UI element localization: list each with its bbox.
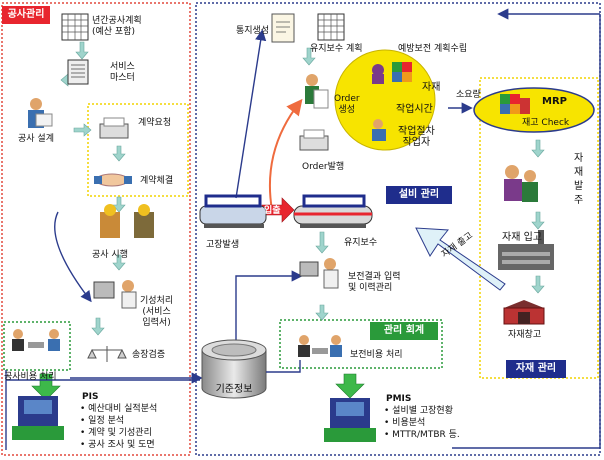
accounting-section-label: 관리 회계 <box>383 325 425 336</box>
receiving-label: 자재 입고 <box>502 232 542 243</box>
breakdown-label: 고장발생 <box>206 240 240 250</box>
order-create-label: Order 생성 <box>334 94 360 115</box>
order-issue-label: Order발행 <box>302 162 345 172</box>
cost-box <box>3 321 71 371</box>
pmis-title: PMIS <box>386 394 412 404</box>
cost-proc-label: 공사비용 처리 <box>4 372 57 382</box>
purchase-label: 자 재 발 주 <box>574 153 584 206</box>
accounting-label-bg <box>370 322 438 340</box>
warehouse-label: 자재창고 <box>508 330 542 340</box>
construction-panel <box>1 2 191 456</box>
contract-box <box>87 103 189 197</box>
mrp-label: MRP <box>542 96 567 107</box>
pmis-item: • 설비별 고장현황 <box>384 406 453 416</box>
stock-check-label: 재고 Check <box>522 118 570 128</box>
pis-item: • 계약 및 기성관리 <box>80 428 152 438</box>
work-time-label: 작업시간 <box>396 104 433 115</box>
procedure-label: 작업절차 작업자 <box>398 126 435 148</box>
facility-section-label: 설비 관리 <box>398 189 440 200</box>
pis-title: PIS <box>82 392 99 402</box>
materials-label-bg <box>506 360 566 378</box>
pis-item: • 예산대비 실적분석 <box>80 404 158 414</box>
materials-word-label: 자재 <box>422 82 441 93</box>
base-info-cylinder <box>201 339 267 399</box>
preventive-label: 예방보전 계획수립 <box>398 44 468 54</box>
pis-item: • 일정 분석 <box>80 416 125 426</box>
contract-label: 계약체결 <box>140 176 174 186</box>
accounting-box <box>279 319 443 369</box>
service-master-label: 서비스 마스터 <box>110 62 135 83</box>
pmis-item: • MTTR/MTBR 등. <box>384 430 460 440</box>
cost-mgmt-label: 보전비용 처리 <box>350 350 403 360</box>
design-label: 공사 설계 <box>18 134 54 144</box>
consumption-label: 소요량 <box>456 90 481 100</box>
pmis-item: • 비용분석 <box>384 418 426 428</box>
facility-label-bg <box>386 186 452 204</box>
maintenance-label: 유지보수 <box>344 238 378 248</box>
construction-work-label: 공사 시행 <box>92 250 128 260</box>
base-info-label: 기준정보 <box>215 384 253 395</box>
maint-plan-label: 유지보수 계획 <box>310 44 363 54</box>
construction-section-label: 공사관리 <box>7 9 45 20</box>
pis-item: • 공사 조사 및 도면 <box>80 440 155 450</box>
result-entry-label: 보전결과 입력 및 이력관리 <box>348 272 401 293</box>
completion-proc-label: 기성처리 (서비스 입력서) <box>140 296 174 328</box>
breakdown-tag: 입출 <box>264 206 281 216</box>
inspection-label: 송장검증 <box>132 350 166 360</box>
annual-plan-label: 년간공사계획 (예산 포함) <box>92 16 142 37</box>
notification-label: 통지생성 <box>236 26 270 36</box>
materials-section-label: 자재 관리 <box>515 363 557 374</box>
construction-label-bg <box>2 6 50 24</box>
contract-request-label: 계약요청 <box>138 118 172 128</box>
